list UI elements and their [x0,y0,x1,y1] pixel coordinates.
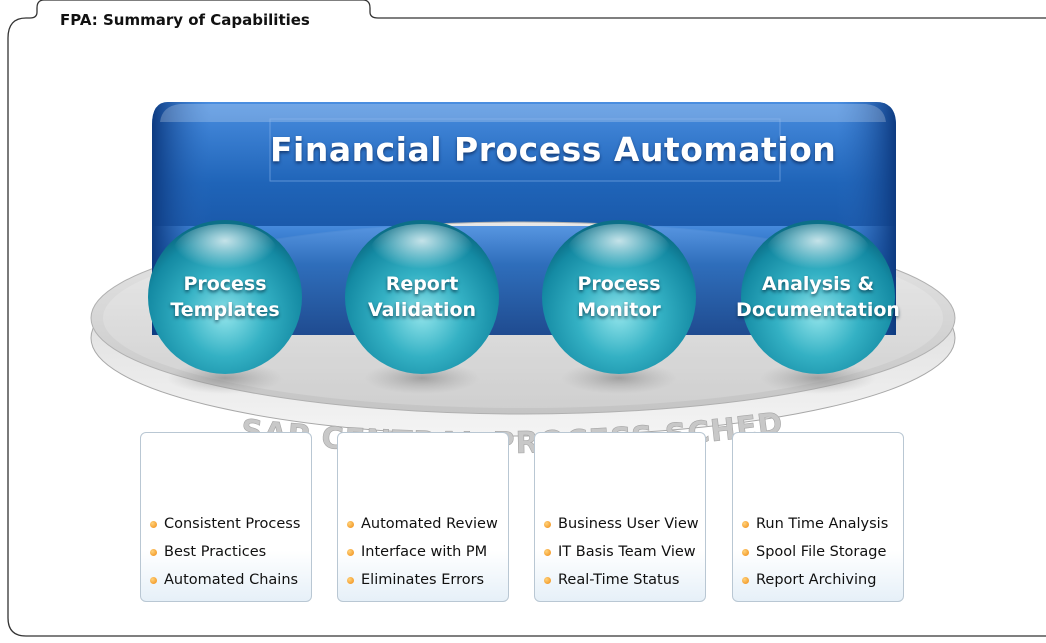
feature-text: Report Archiving [756,572,877,588]
feature-text: Business User View [558,516,699,532]
feature-box-1: Consistent Process Best Practices Automa… [140,432,312,602]
capability-label-3: Process Monitor [534,271,704,323]
feature-list: Automated Review Interface with PM Elimi… [347,510,498,594]
feature-text: Best Practices [164,544,267,560]
capability-1-line1: Process [183,273,267,295]
sphere-analysis-documentation [741,220,895,374]
sphere-process-templates [148,220,302,374]
capability-2-line1: Report [385,273,459,295]
feature-text: Real-Time Status [558,572,680,588]
bullet-icon [150,520,157,528]
capability-3-line2: Monitor [577,299,661,321]
capability-4-line1: Analysis & [761,273,875,295]
capability-label-4: Analysis & Documentation [733,271,903,323]
feature-text: Consistent Process [164,516,301,532]
page-title: FPA: Summary of Capabilities [60,11,310,29]
feature-text: Spool File Storage [756,544,887,560]
feature-item: Best Practices [150,538,300,566]
feature-text: Automated Review [361,516,498,532]
feature-item: Run Time Analysis [742,510,888,538]
feature-item: Report Archiving [742,566,888,594]
feature-item: Business User View [544,510,699,538]
capability-1-line2: Templates [170,299,280,321]
feature-item: Consistent Process [150,510,300,538]
feature-item: Automated Review [347,510,498,538]
feature-box-3: Business User View IT Basis Team View Re… [534,432,706,602]
capability-2-line2: Validation [367,299,477,321]
sphere-process-monitor [542,220,696,374]
feature-item: Automated Chains [150,566,300,594]
feature-text: Eliminates Errors [361,572,485,588]
feature-list: Business User View IT Basis Team View Re… [544,510,699,594]
bullet-icon [742,520,749,528]
bullet-icon [150,548,157,556]
bullet-icon [347,520,354,528]
capability-4-line2: Documentation [736,299,900,321]
bullet-icon [742,548,749,556]
capability-label-1: Process Templates [140,271,310,323]
feature-text: Automated Chains [164,572,299,588]
bullet-icon [742,576,749,584]
bullet-icon [150,576,157,584]
feature-item: Spool File Storage [742,538,888,566]
feature-list: Run Time Analysis Spool File Storage Rep… [742,510,888,594]
banner-title: Financial Process Automation [270,130,837,169]
bullet-icon [347,576,354,584]
bullet-icon [544,576,551,584]
bullet-icon [544,548,551,556]
feature-box-4: Run Time Analysis Spool File Storage Rep… [732,432,904,602]
feature-item: Eliminates Errors [347,566,498,594]
bullet-icon [544,520,551,528]
feature-text: Interface with PM [361,544,488,560]
bullet-icon [347,548,354,556]
feature-item: IT Basis Team View [544,538,699,566]
capability-label-2: Report Validation [337,271,507,323]
sphere-report-validation [345,220,499,374]
feature-item: Real-Time Status [544,566,699,594]
feature-list: Consistent Process Best Practices Automa… [150,510,300,594]
feature-item: Interface with PM [347,538,498,566]
feature-text: Run Time Analysis [756,516,889,532]
feature-box-2: Automated Review Interface with PM Elimi… [337,432,509,602]
feature-text: IT Basis Team View [558,544,696,560]
capability-3-line1: Process [577,273,661,295]
